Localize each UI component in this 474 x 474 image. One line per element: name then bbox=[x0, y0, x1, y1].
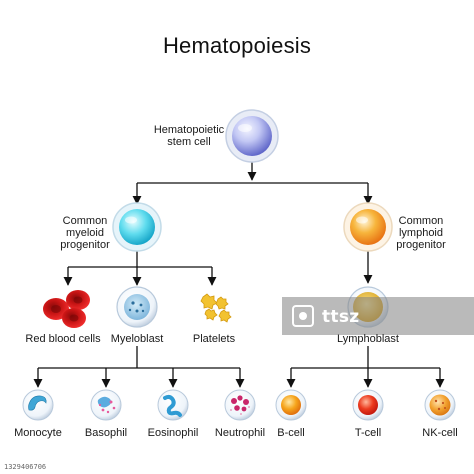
nk-cell-label: NK-cell bbox=[422, 427, 458, 439]
page-title: Hematopoiesis bbox=[162, 33, 312, 58]
watermark-text: ttsz bbox=[322, 307, 360, 327]
nk-cell-icon bbox=[424, 389, 456, 421]
eosinophil-label: Eosinophil bbox=[147, 427, 199, 439]
lymphoblast-label: Lymphoblast bbox=[337, 333, 399, 345]
t-cell-label: T-cell bbox=[354, 427, 382, 439]
basophil-label: Basophil bbox=[84, 427, 128, 439]
myeloblast-label: Myeloblast bbox=[110, 333, 164, 345]
red-blood-cells-icon bbox=[43, 290, 90, 328]
watermark-logo-icon bbox=[292, 305, 314, 327]
connector-lines bbox=[33, 160, 445, 388]
basophil-icon bbox=[90, 389, 122, 421]
watermark-band bbox=[282, 297, 474, 335]
neutrophil-icon bbox=[224, 389, 256, 421]
monocyte-icon bbox=[22, 389, 54, 421]
neutrophil-label: Neutrophil bbox=[214, 427, 266, 439]
myeloid-progenitor-icon bbox=[112, 202, 162, 252]
myeloblast-icon bbox=[116, 286, 158, 328]
image-id-text: 1329406706 bbox=[4, 463, 47, 471]
monocyte-label: Monocyte bbox=[14, 427, 62, 439]
t-cell-icon bbox=[352, 389, 384, 421]
b-cell-label: B-cell bbox=[277, 427, 305, 439]
platelets-icon bbox=[200, 293, 232, 323]
stem-cell-icon bbox=[225, 109, 279, 163]
rbc-label: Red blood cells bbox=[25, 333, 101, 345]
b-cell-icon bbox=[275, 389, 307, 421]
eosinophil-icon bbox=[157, 389, 189, 421]
platelets-label: Platelets bbox=[192, 333, 236, 345]
lymphoid-progenitor-icon bbox=[343, 202, 393, 252]
